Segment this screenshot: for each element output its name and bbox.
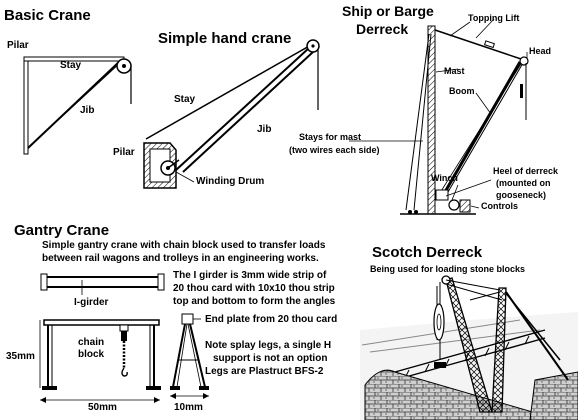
heel-label-line1: Heel of derreck — [493, 166, 559, 176]
scotch-subtitle: Being used for loading stone blocks — [370, 264, 526, 274]
hand-crane-title: Simple hand crane — [158, 30, 292, 47]
igirder-label: I-girder — [74, 297, 109, 308]
winding-drum-label: Winding Drum — [196, 176, 265, 187]
barge-title-line1: Ship or Barge — [342, 3, 434, 19]
heel-label-line3: gooseneck) — [496, 190, 547, 200]
stays-label-line2: (two wires each side) — [289, 145, 380, 155]
boom-label: Boom — [449, 86, 475, 96]
scotch-derreck-drawing — [360, 275, 578, 420]
gantry-crane-drawing — [39, 273, 209, 403]
controls-label: Controls — [481, 201, 518, 211]
scotch-title: Scotch Derreck — [372, 244, 483, 261]
chain-block-label-line2: block — [78, 349, 105, 360]
splay-note-line1: Note splay legs, a single H — [205, 340, 332, 351]
igirder-note-line2: 20 thou card with 10x10 thou strip — [173, 283, 335, 294]
winch-label: Winch — [431, 173, 458, 183]
leg-width-dimension: 10mm — [174, 402, 203, 413]
basic-crane-title: Basic Crane — [4, 7, 91, 24]
basic-crane-jib-label: Jib — [80, 105, 95, 116]
gantry-desc-line2: between rail wagons and trolleys in an e… — [42, 253, 319, 264]
hand-crane-stay-label: Stay — [174, 94, 196, 105]
basic-crane-drawing — [23, 56, 132, 155]
barge-derreck-drawing — [349, 18, 529, 215]
splay-note-line2: support is not an option — [213, 353, 328, 364]
barge-title-line2: Derreck — [356, 21, 409, 37]
stays-label-line1: Stays for mast — [299, 132, 362, 142]
gantry-title: Gantry Crane — [14, 222, 110, 239]
head-label: Head — [529, 46, 552, 56]
end-plate-note: End plate from 20 thou card — [205, 314, 338, 325]
heel-label-line2: (mounted on — [496, 178, 551, 188]
chain-block-label-line1: chain — [78, 337, 105, 348]
gantry-desc-line1: Simple gantry crane with chain block use… — [42, 240, 326, 251]
hand-crane-drawing — [143, 39, 320, 189]
gantry-width-dimension: 50mm — [88, 402, 117, 413]
mast-label: Mast — [444, 66, 465, 76]
igirder-note-line3: top and bottom to form the angles — [173, 296, 336, 307]
basic-crane-stay-label: Stay — [60, 60, 82, 71]
igirder-note-line1: The I girder is 3mm wide strip of — [173, 270, 327, 281]
splay-note-line3: Legs are Plastruct BFS-2 — [205, 366, 324, 377]
gantry-height-dimension: 35mm — [6, 351, 35, 362]
topping-lift-label: Topping Lift — [468, 13, 520, 23]
hand-crane-jib-label: Jib — [257, 124, 272, 135]
hand-crane-pilar-label: Pilar — [113, 147, 135, 158]
basic-crane-pilar-label: Pilar — [7, 40, 29, 51]
